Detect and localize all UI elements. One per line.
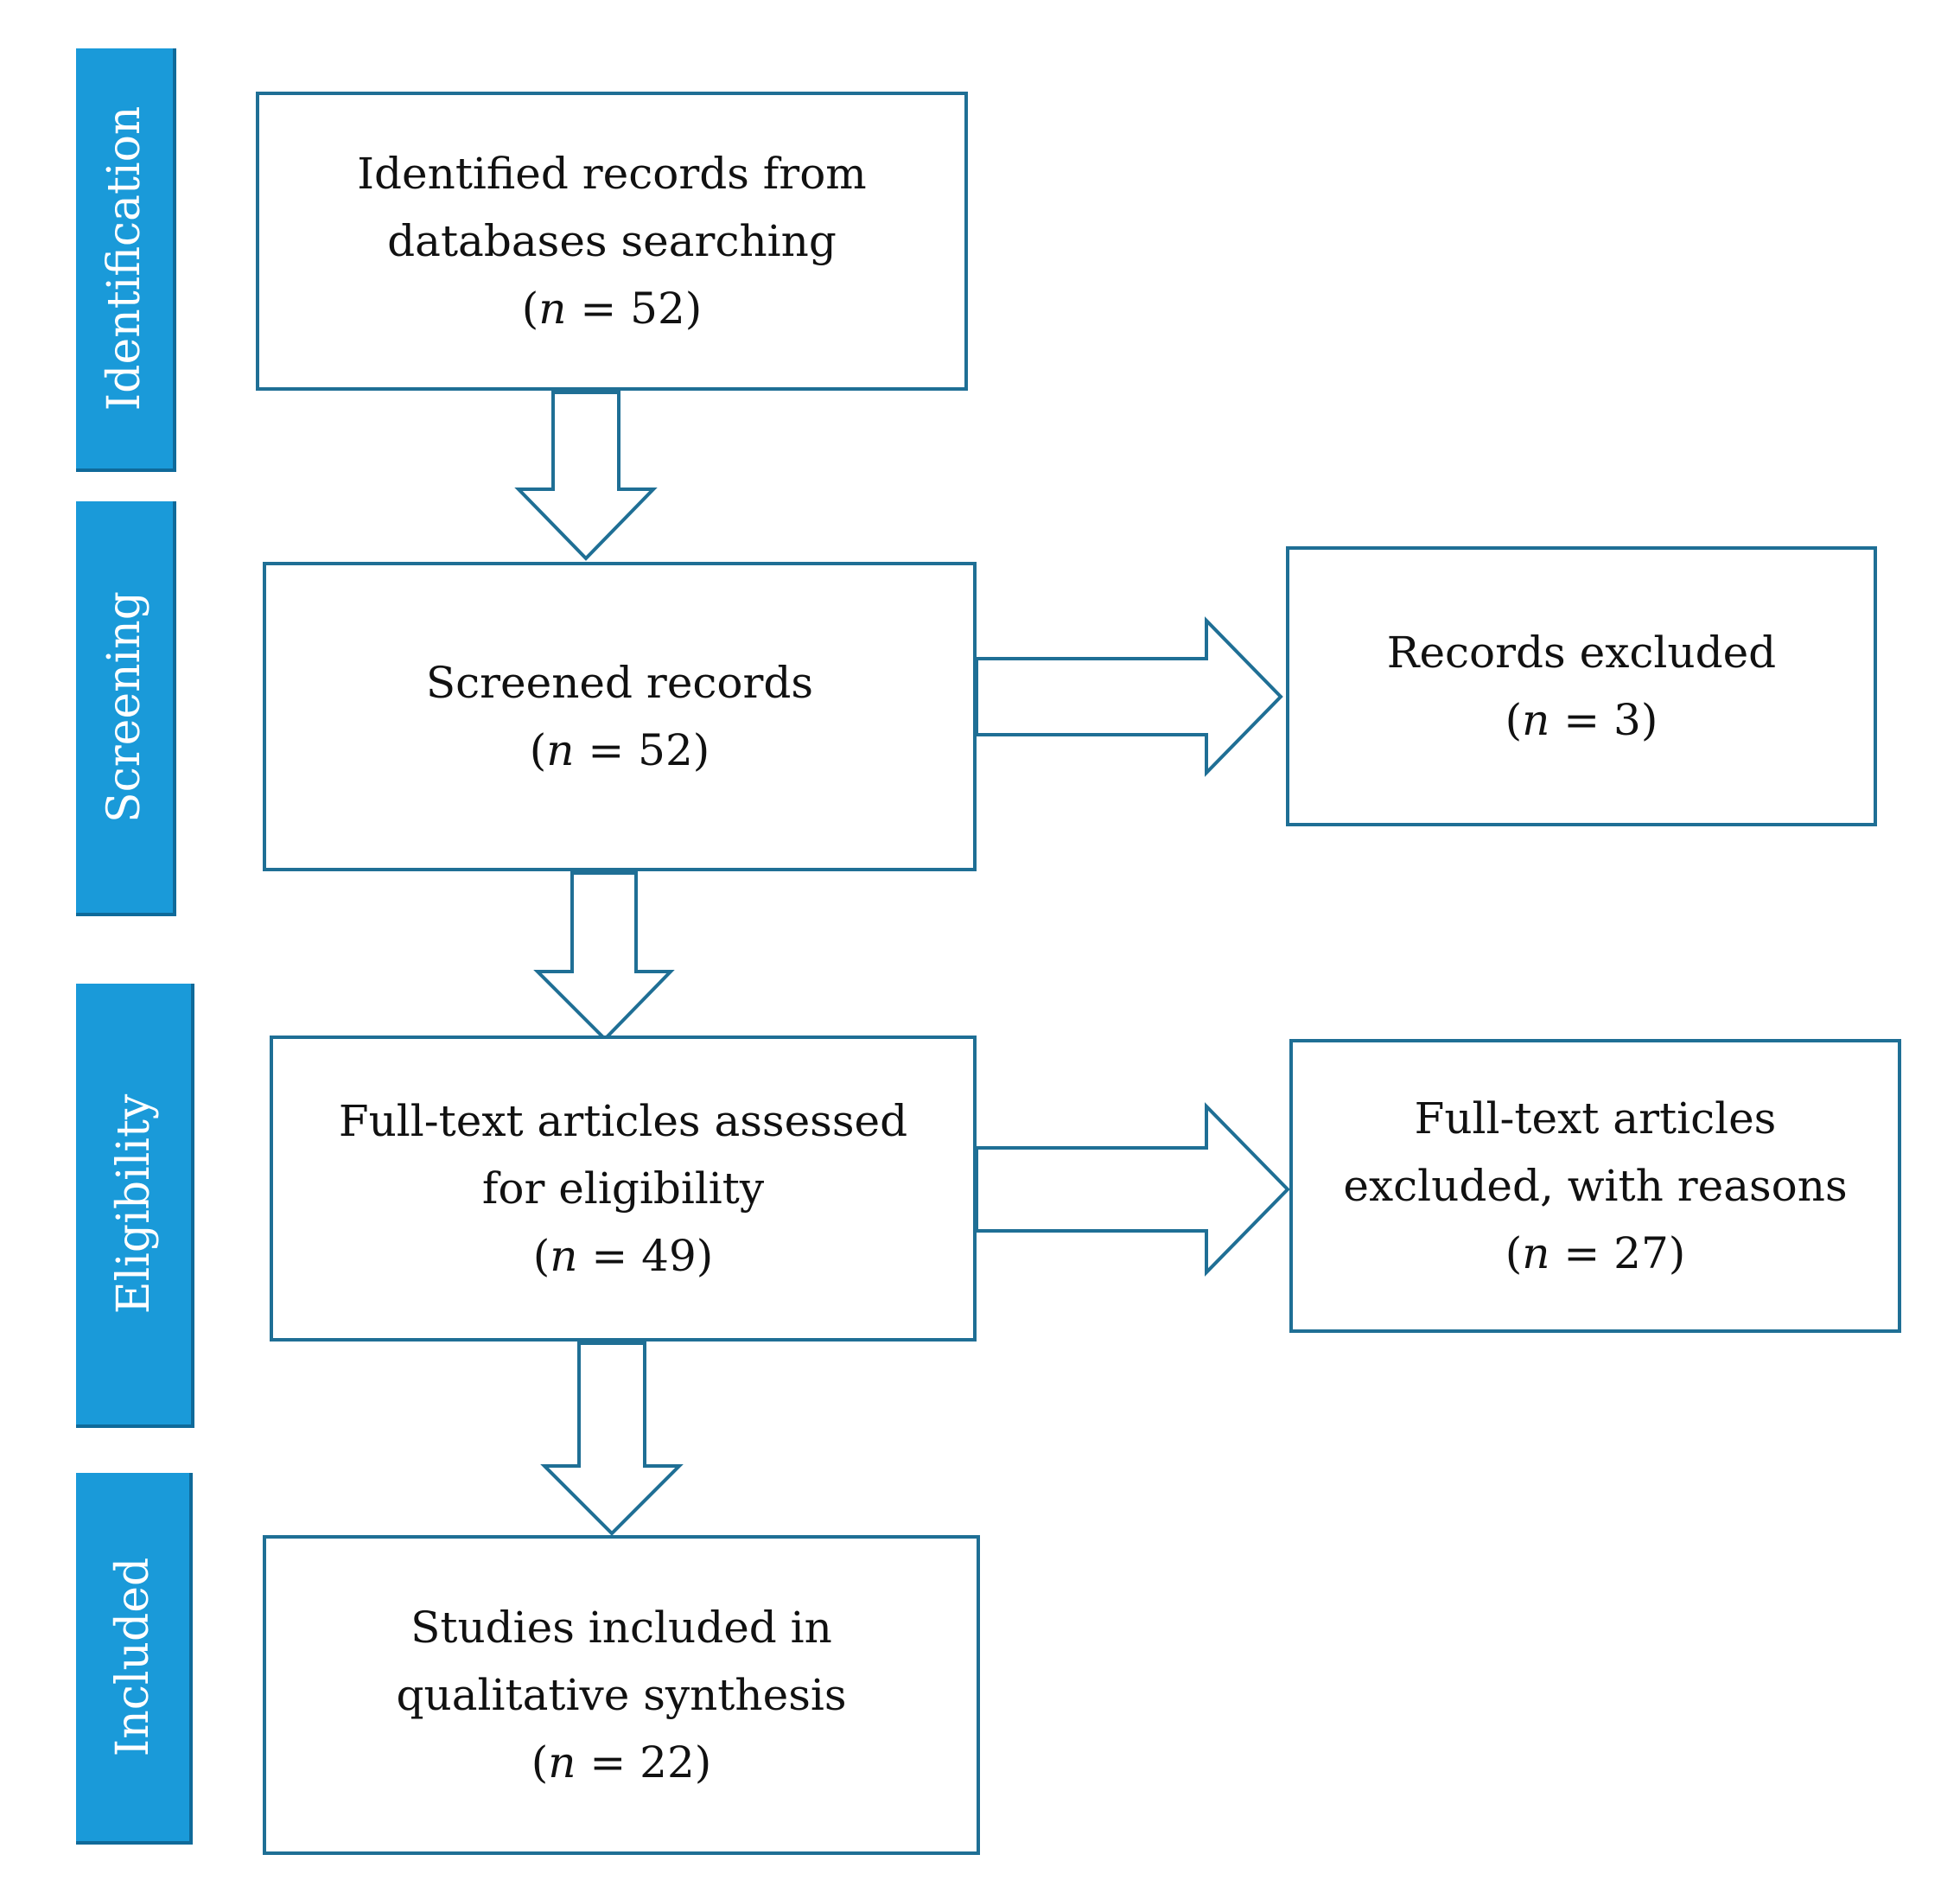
count-symbol: n [538,284,567,334]
box-included-line-1: Studies included in [410,1603,832,1653]
box-identified-records: Identified records from databases search… [256,92,968,391]
box-screened-records: Screened records (n = 52) [263,562,977,871]
arrow-down-identified-to-screened [514,391,658,561]
arrow-down-screened-to-fulltext [533,871,675,1042]
count-value: = 3 [1563,695,1641,745]
box-identified-line-2: databases searching [387,216,837,266]
box-full-text-assessed: Full-text articles assessed for eligibil… [270,1036,977,1341]
stage-label-eligibility: Eligibility [107,1093,160,1315]
box-full-text-excluded-count: (n = 27) [1505,1228,1686,1278]
box-full-text-excluded-line-1: Full-text articles [1414,1093,1777,1144]
stage-bar-eligibility: Eligibility [76,984,194,1428]
box-records-excluded: Records excluded (n = 3) [1286,546,1877,826]
arrow-right-screened-to-records-excluded [975,616,1283,777]
count-value: = 52 [580,284,685,334]
count-value: = 22 [589,1737,695,1788]
count-value: = 52 [588,725,693,775]
box-included-line-2: qualitative synthesis [396,1670,847,1720]
count-symbol: n [550,1231,578,1281]
count-symbol: n [546,725,575,775]
box-screened-line-1: Screened records [425,658,814,708]
box-studies-included: Studies included in qualitative synthesi… [263,1535,980,1855]
stage-label-included: Included [106,1557,159,1757]
count-value: = 27 [1563,1228,1669,1278]
box-full-text-excluded-line-2: excluded, with reasons [1343,1161,1848,1211]
count-symbol: n [548,1737,576,1788]
stage-label-screening: Screening [99,590,150,824]
box-included-count: (n = 22) [531,1737,712,1788]
count-value: = 49 [591,1231,697,1281]
box-identified-count: (n = 52) [521,284,703,334]
stage-bar-included: Included [76,1473,193,1845]
stage-bar-identification: Identification [76,48,176,472]
arrow-right-fulltext-to-fulltext-excluded [975,1102,1290,1277]
box-full-text-assessed-line-1: Full-text articles assessed [338,1096,908,1146]
count-symbol: n [1522,1228,1550,1278]
box-full-text-assessed-line-2: for eligibility [481,1163,765,1214]
arrow-down-fulltext-to-included [540,1341,684,1536]
stage-bar-screening: Screening [76,501,176,916]
box-full-text-assessed-count: (n = 49) [532,1231,714,1281]
box-full-text-excluded: Full-text articles excluded, with reason… [1289,1039,1901,1333]
box-identified-line-1: Identified records from [357,149,867,199]
box-records-excluded-count: (n = 3) [1505,695,1658,745]
count-symbol: n [1522,695,1550,745]
stage-label-identification: Identification [99,105,150,411]
box-records-excluded-line-1: Records excluded [1386,628,1777,678]
box-screened-count: (n = 52) [529,725,710,775]
